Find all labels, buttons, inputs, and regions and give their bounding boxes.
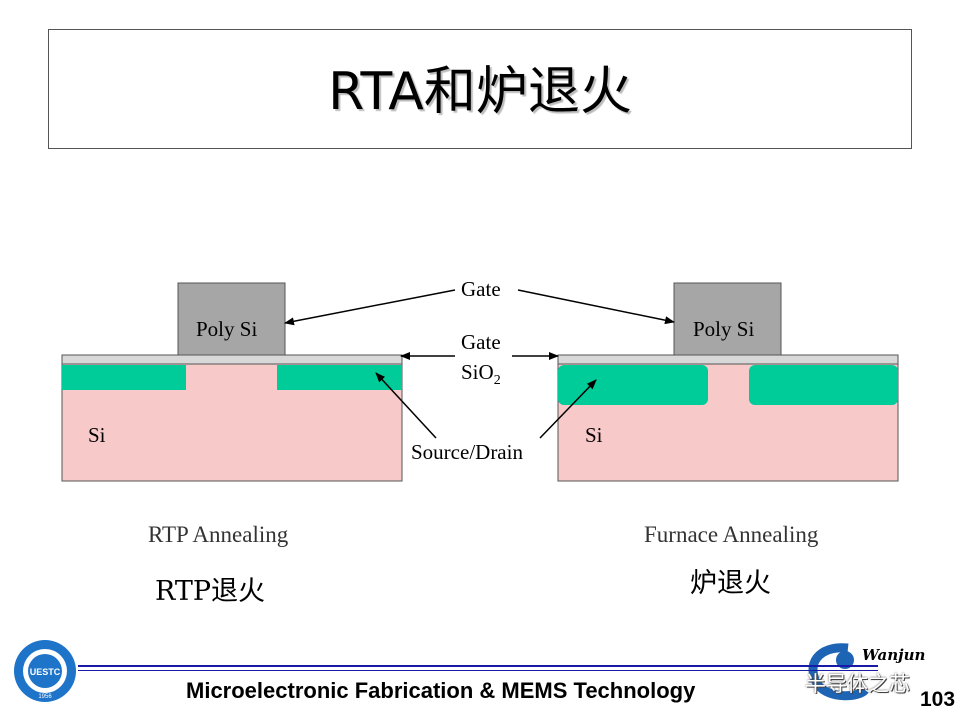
furnace-gate-oxide xyxy=(557,354,899,365)
svg-text:1956: 1956 xyxy=(38,694,52,700)
gate-arrow-left xyxy=(284,289,456,326)
gate-label: Gate xyxy=(461,277,501,301)
furnace-si-label: Si xyxy=(585,423,603,447)
source-drain-label: Source/Drain xyxy=(411,440,523,464)
footer-rule xyxy=(78,665,878,667)
rtp-caption: RTP Annealing xyxy=(148,522,289,547)
rtp-poly-si-label: Poly Si xyxy=(196,317,257,341)
rtp-poly-gate xyxy=(177,282,286,356)
gate-oxide-label-line2: SiO2 xyxy=(461,360,501,388)
course-title: Microelectronic Fabrication & MEMS Techn… xyxy=(186,678,696,703)
furnace-poly-si-label: Poly Si xyxy=(693,317,754,341)
rtp-si-label: Si xyxy=(88,423,106,447)
furnace-device: Poly Si Si xyxy=(557,282,899,482)
watermark: 半导体之芯 xyxy=(805,672,910,696)
author-logo xyxy=(808,643,869,701)
rtp-caption-cn: RTP退火 xyxy=(155,576,266,607)
furnace-caption: Furnace Annealing xyxy=(644,522,819,547)
rtp-drain-region xyxy=(277,365,402,390)
page-number: 103 xyxy=(920,688,956,711)
gate-oxide-label-line1: Gate xyxy=(461,330,501,354)
svg-text:UESTC: UESTC xyxy=(30,667,61,677)
sd-arrow-left xyxy=(375,372,437,439)
furnace-source-region xyxy=(558,365,708,405)
slide-title: RTA和炉退火 xyxy=(328,62,632,122)
gate-arrow-right xyxy=(517,289,675,325)
furnace-caption-cn: 炉退火 xyxy=(690,568,771,599)
author-signature: Wanjun xyxy=(862,646,926,664)
furnace-drain-region xyxy=(749,365,898,405)
title-box: RTA和炉退火 xyxy=(48,29,912,149)
rtp-device: Poly Si Si xyxy=(61,282,403,482)
rtp-source-region xyxy=(62,365,186,390)
rtp-gate-oxide xyxy=(61,354,403,365)
furnace-poly-gate xyxy=(673,282,782,356)
sd-arrow-right xyxy=(539,379,597,439)
uestc-logo: UESTC 1956 xyxy=(14,640,76,702)
footer-rule-thin xyxy=(78,670,878,671)
